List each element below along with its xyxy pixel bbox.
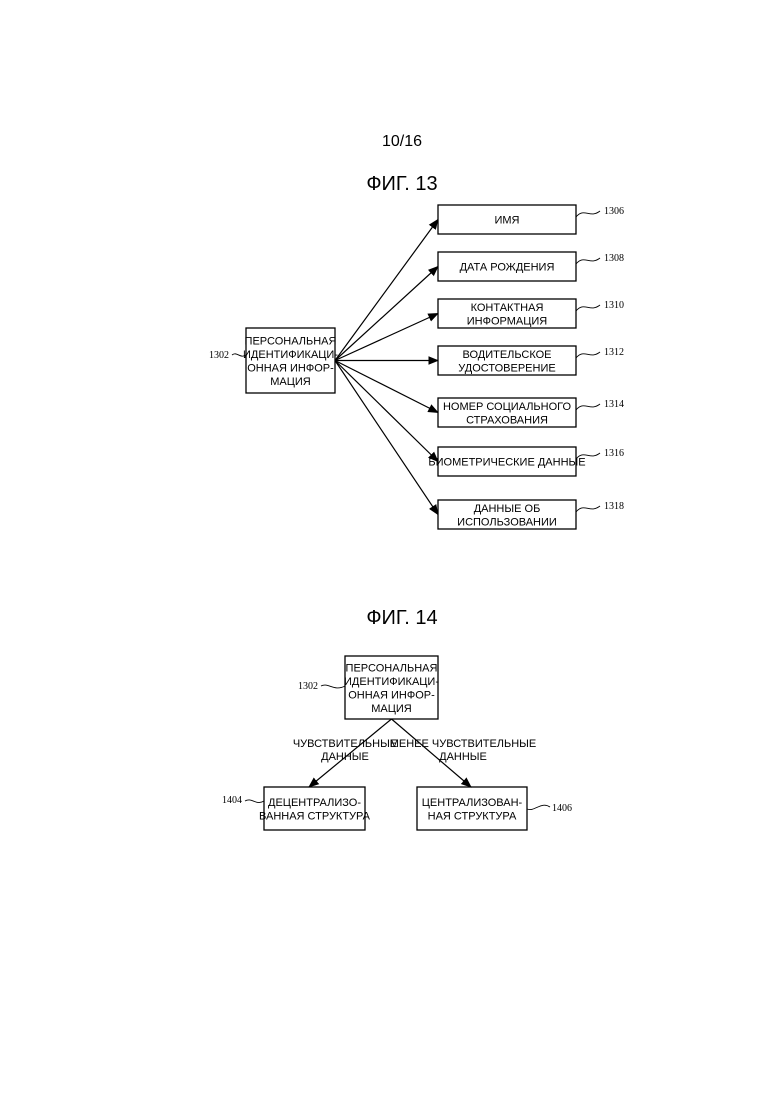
fig14-left-ref-text: 1404 [222,795,242,806]
fig13-target-ref-leader [576,211,600,217]
fig13-arrow [335,220,438,361]
fig13-target-box: НОМЕР СОЦИАЛЬНОГОСТРАХОВАНИЯ [438,398,576,427]
fig13-target-ref-leader [576,404,600,410]
fig14-left-box-line: ДЕЦЕНТРАЛИЗО- [268,797,361,809]
fig13-arrow [335,361,438,515]
fig14-right-ref-text: 1406 [552,803,572,814]
fig13-target-ref: 1314 [576,399,624,410]
fig13-target-box-line: НОМЕР СОЦИАЛЬНОГО [443,401,572,413]
fig13-target-box-line: ИСПОЛЬЗОВАНИИ [457,516,557,528]
fig13-arrow [335,314,438,361]
fig13-target-ref-text: 1318 [604,501,624,512]
fig14-source-box-line: ПЕРСОНАЛЬНАЯ [346,662,438,674]
fig13-target-ref: 1312 [576,347,624,358]
fig13-target-box-line: ИНФОРМАЦИЯ [467,315,548,327]
fig13-target-box: БИОМЕТРИЧЕСКИЕ ДАННЫЕ [428,447,585,476]
fig14-left-box: ДЕЦЕНТРАЛИЗО-ВАННАЯ СТРУКТУРА [259,787,371,830]
fig13-title: ФИГ. 13 [366,173,437,195]
fig13-target-ref-leader [576,352,600,358]
fig14-source-ref-text: 1302 [298,681,318,692]
fig13-target-ref-leader [576,258,600,264]
fig13-target-box-line: ВОДИТЕЛЬСКОЕ [462,349,551,361]
fig13-arrow [335,361,438,413]
fig13-source-box-line: ОННАЯ ИНФОР- [247,362,334,374]
fig13-target-box-line: СТРАХОВАНИЯ [466,414,548,426]
page-number: 10/16 [382,133,422,150]
fig13-target-ref-text: 1312 [604,347,624,358]
fig13-target-ref: 1310 [576,300,624,311]
fig13-target-ref-text: 1306 [604,206,624,217]
fig13-target-box: ВОДИТЕЛЬСКОЕУДОСТОВЕРЕНИЕ [438,346,576,375]
fig14-title: ФИГ. 14 [366,607,437,629]
fig13-target-box-line: БИОМЕТРИЧЕСКИЕ ДАННЫЕ [428,457,585,469]
fig13-source-box-line: ИДЕНТИФИКАЦИ- [243,349,338,361]
fig13-target-box-line: ДАТА РОЖДЕНИЯ [460,262,555,274]
fig14-source-ref-leader [321,685,345,688]
fig13-arrow [335,267,438,361]
fig14-left-edge-label: ЧУВСТВИТЕЛЬНЫЕ [293,738,397,750]
fig14-source-ref: 1302 [298,681,345,692]
fig13-target-ref: 1308 [576,253,624,264]
fig14-right-ref-leader [527,805,550,809]
fig14-right-edge-label: МЕНЕЕ ЧУВСТВИТЕЛЬНЫЕ [390,738,537,750]
fig13-target-ref-text: 1308 [604,253,624,264]
fig14-source-box-line: МАЦИЯ [371,703,412,715]
fig13-target-ref-text: 1310 [604,300,624,311]
fig13-diagram: ПЕРСОНАЛЬНАЯ ИДЕНТИФИКАЦИ-ОННАЯ ИНФОР- МАЦ… [209,205,624,529]
fig13-target-box-line: ИМЯ [494,215,519,227]
fig13-target-ref-leader [576,506,600,512]
fig13-target-box-line: УДОСТОВЕРЕНИЕ [458,362,555,374]
fig14-right-box-line: НАЯ СТРУКТУРА [428,810,517,822]
fig14-source-box: ПЕРСОНАЛЬНАЯ ИДЕНТИФИКАЦИ-ОННАЯ ИНФОР- МАЦ… [344,656,439,719]
fig13-source-box: ПЕРСОНАЛЬНАЯ ИДЕНТИФИКАЦИ-ОННАЯ ИНФОР- МАЦ… [243,328,338,393]
fig14-right-box-line: ЦЕНТРАЛИЗОВАН- [422,797,523,809]
fig13-target-box: ДАННЫЕ ОБИСПОЛЬЗОВАНИИ [438,500,576,529]
fig13-target-ref: 1318 [576,501,624,512]
fig14-right-ref: 1406 [527,803,572,814]
fig13-source-ref: 1302 [209,350,246,361]
fig13-target-ref-text: 1314 [604,399,624,410]
fig14-left-edge-label: ДАННЫЕ [321,751,369,763]
fig13-target-box: ИМЯ [438,205,576,234]
fig14-right-box: ЦЕНТРАЛИЗОВАН-НАЯ СТРУКТУРА [417,787,527,830]
fig13-target-box: ДАТА РОЖДЕНИЯ [438,252,576,281]
fig14-diagram: ПЕРСОНАЛЬНАЯ ИДЕНТИФИКАЦИ-ОННАЯ ИНФОР- МАЦ… [222,656,572,830]
fig13-target-ref: 1306 [576,206,624,217]
fig14-right-edge-label: ДАННЫЕ [439,751,487,763]
fig14-source-box-line: ОННАЯ ИНФОР- [348,689,435,701]
fig13-source-box-line: МАЦИЯ [270,376,311,388]
fig14-left-ref: 1404 [222,795,264,806]
fig13-target-ref-text: 1316 [604,448,624,459]
fig13-target-ref-leader [576,305,600,311]
fig13-arrow [335,361,438,462]
fig13-source-ref-text: 1302 [209,350,229,361]
fig13-target-box: КОНТАКТНАЯИНФОРМАЦИЯ [438,299,576,328]
fig13-source-box-line: ПЕРСОНАЛЬНАЯ [245,335,337,347]
fig13-target-box-line: ДАННЫЕ ОБ [474,503,541,515]
fig14-left-box-line: ВАННАЯ СТРУКТУРА [259,810,371,822]
fig14-left-ref-leader [245,800,264,803]
fig13-target-box-line: КОНТАКТНАЯ [471,302,544,314]
fig14-source-box-line: ИДЕНТИФИКАЦИ- [344,676,439,688]
